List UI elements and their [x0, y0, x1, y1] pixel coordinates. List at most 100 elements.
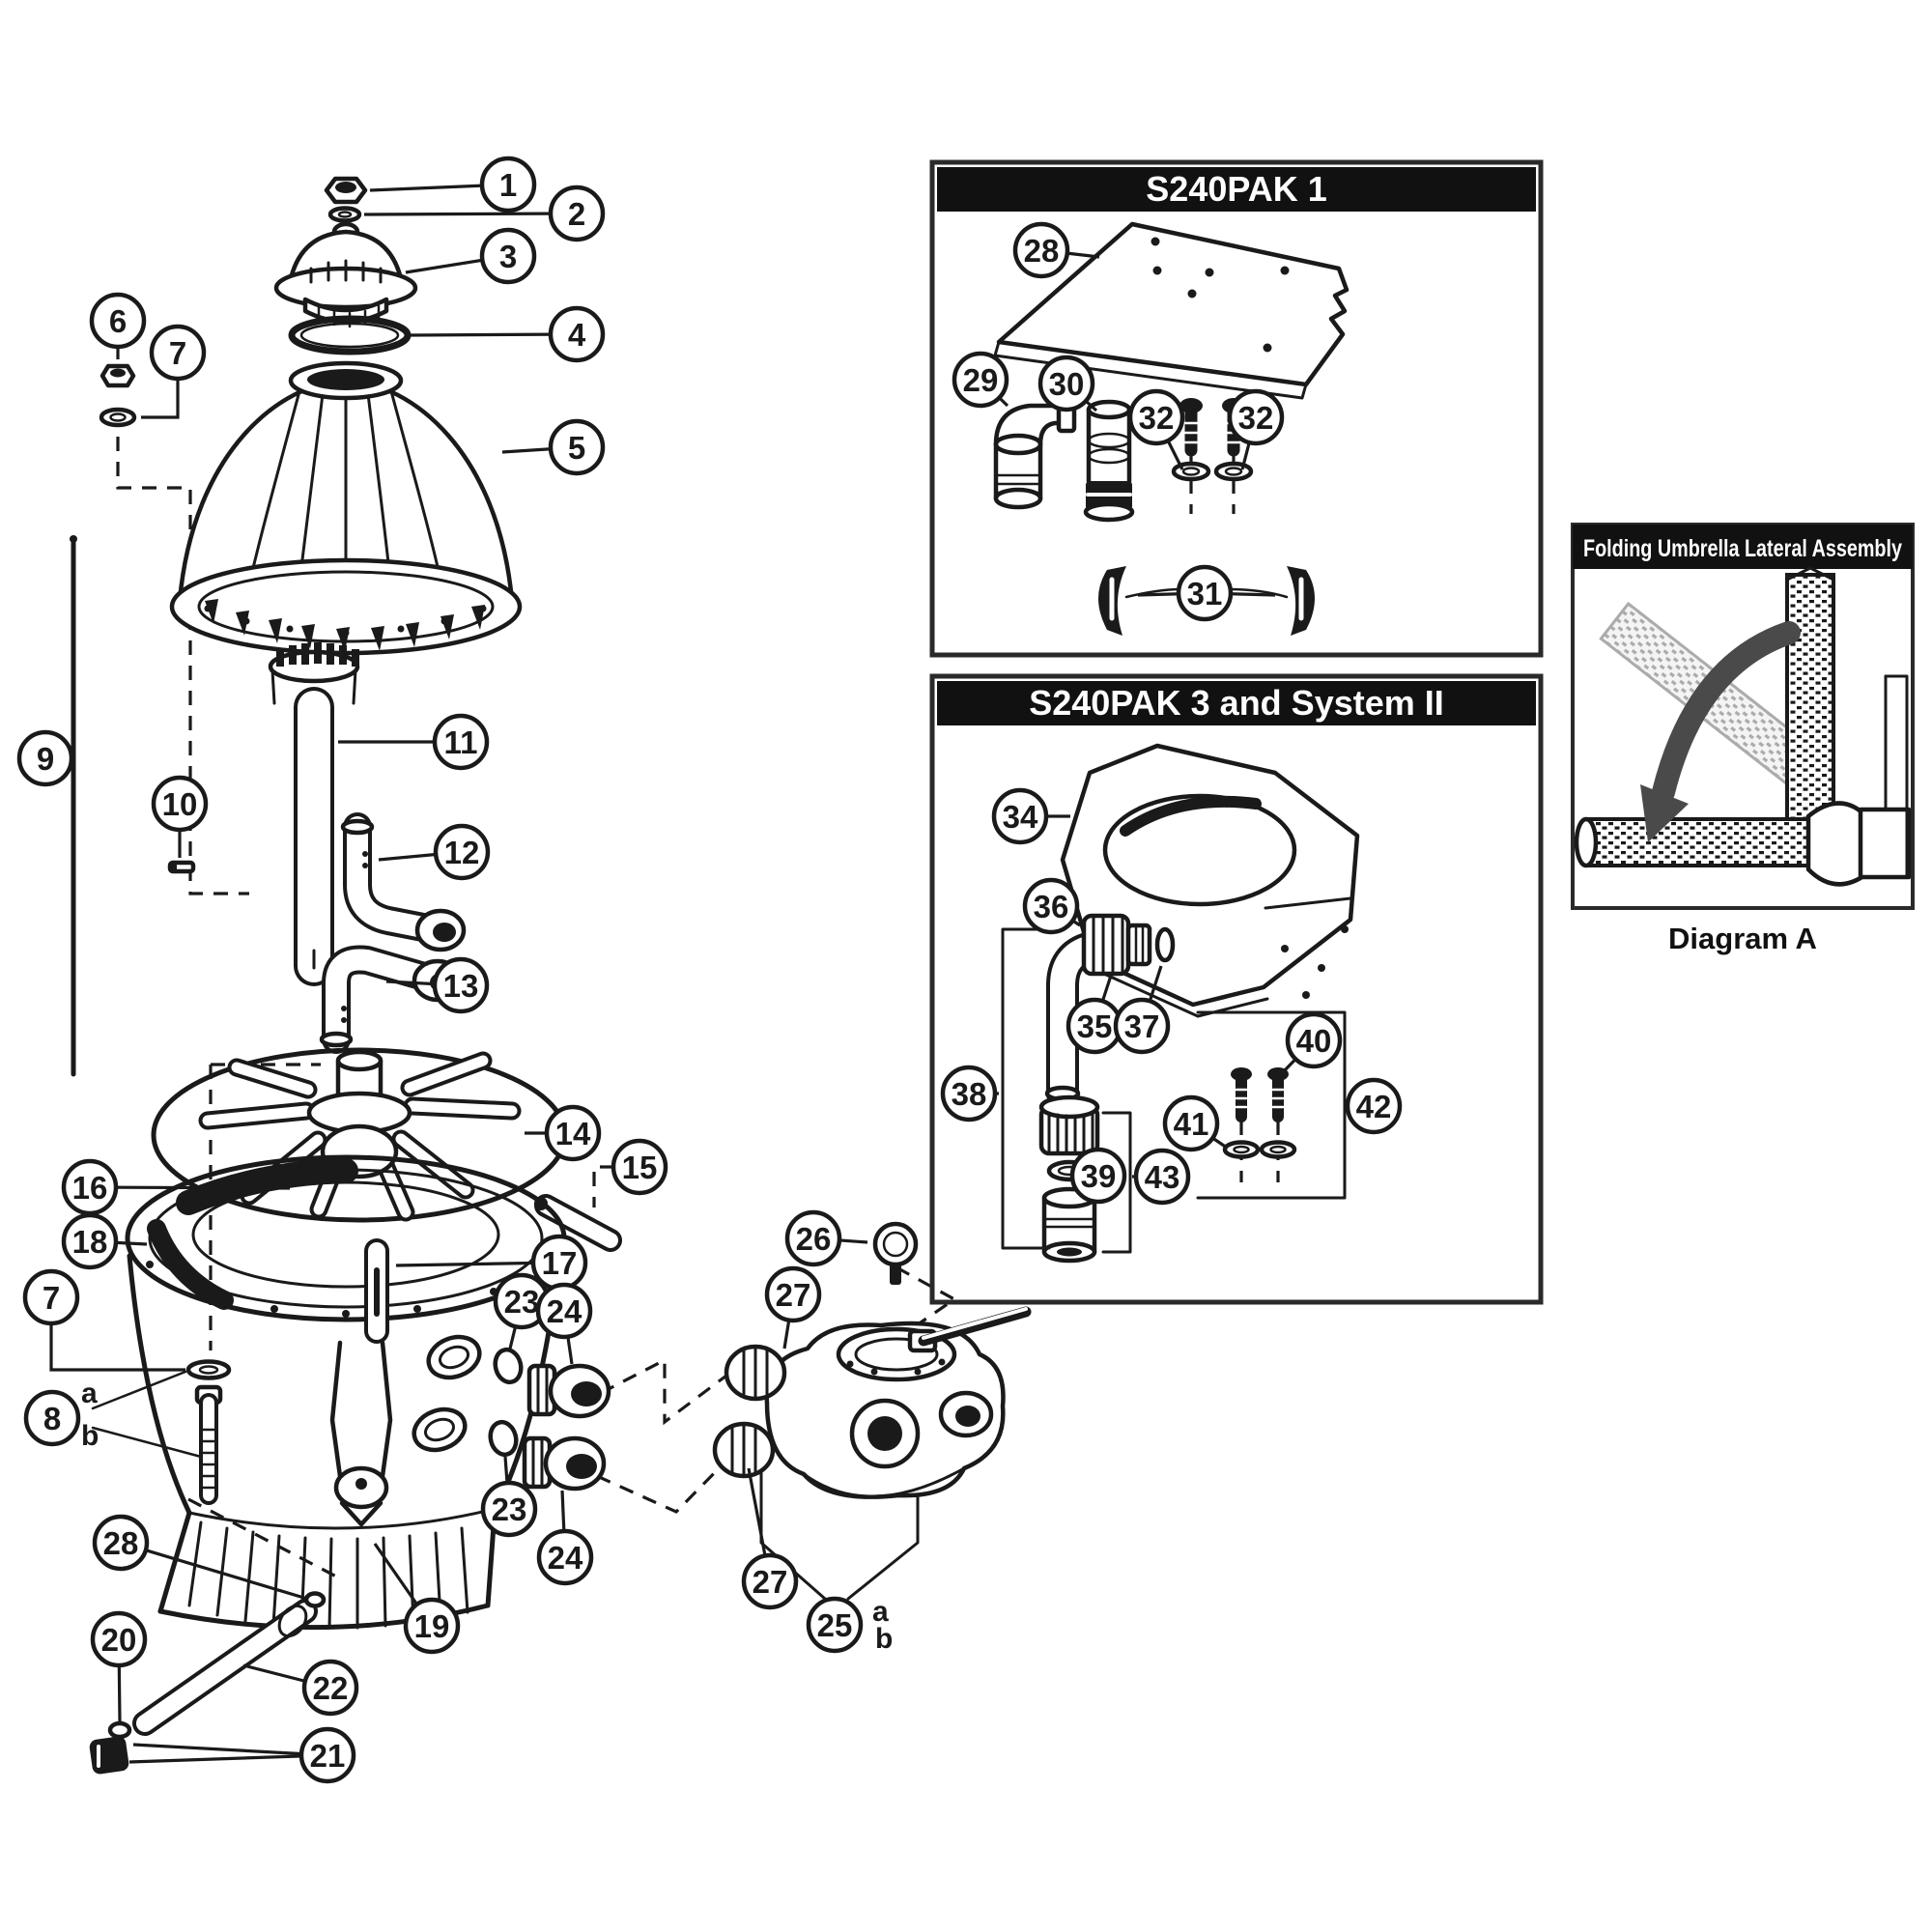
callout-circle-4 [548, 305, 606, 363]
callout-circle-37 [1113, 997, 1171, 1055]
callout-number-37: 37 [1124, 1009, 1160, 1044]
callout-number-42: 42 [1356, 1089, 1392, 1124]
callout-circle-36 [1022, 877, 1080, 935]
callout-circle-2 [548, 185, 606, 242]
clamp-halves-part31 [1098, 566, 1315, 636]
panel-folding-header [1573, 525, 1913, 569]
callout-number-32: 32 [1139, 400, 1175, 436]
standpipe-part11 [268, 642, 360, 986]
panel-s240pak3: S240PAK 3 and System II [929, 673, 1544, 1305]
vent-nut-part1 [324, 176, 368, 205]
callout-circle-7 [149, 324, 207, 382]
callout-number-41: 41 [1174, 1106, 1209, 1142]
leader-line-21 [128, 1753, 328, 1764]
callout-circle-24 [536, 1528, 594, 1586]
callout-number-9: 9 [37, 741, 54, 777]
callout-number-11: 11 [444, 724, 478, 760]
callout-number-13: 13 [443, 968, 479, 1004]
callout-circle-39 [1069, 1147, 1127, 1205]
panel-s240pak1-header [937, 167, 1536, 212]
pipe-oring-part28 [303, 1591, 327, 1608]
drain-cap-part21 [89, 1736, 129, 1775]
air-relief-tube-part9 [70, 535, 77, 1077]
callout-number-27: 27 [776, 1277, 811, 1313]
callout-number-28: 28 [103, 1525, 139, 1561]
leader-line-16 [89, 1185, 291, 1190]
callout-circle-25 [806, 1596, 864, 1654]
callout-circle-26 [784, 1209, 842, 1267]
drain-pipe-part22 [132, 1599, 318, 1736]
callout-circle-32 [1227, 388, 1285, 446]
callout-number-24: 24 [548, 1540, 583, 1576]
callout-circle-9 [16, 729, 74, 787]
callout-circle-20 [90, 1610, 148, 1668]
nut-part6 [99, 363, 136, 388]
callout-number-35: 35 [1077, 1009, 1113, 1044]
pressure-gauge-part26 [872, 1221, 919, 1285]
callout-circle-28 [92, 1514, 150, 1572]
callout-number-1: 1 [499, 167, 517, 203]
leader-line-21 [132, 1743, 328, 1757]
callout-circle-14 [544, 1104, 602, 1162]
panel-folding-umbrella: Folding Umbrella Lateral Assembly Diagra… [1571, 523, 1915, 955]
tank-drain-channel [329, 1340, 393, 1527]
callout-number-31: 31 [1187, 576, 1223, 611]
flange-bolt-part8 [91, 1370, 223, 1505]
callout-circle-41 [1162, 1094, 1220, 1152]
horizontal-lateral [1574, 816, 1810, 868]
fold-direction-arrow [1640, 621, 1801, 842]
callout-circle-32 [1127, 388, 1185, 446]
leader-line-2 [363, 212, 578, 216]
bracket-part38 [1001, 927, 1051, 1250]
callout-circle-30 [1037, 355, 1095, 412]
callout-number-21: 21 [310, 1738, 346, 1774]
callout-circle-19 [403, 1597, 461, 1655]
callout-number-25: 25 [817, 1607, 853, 1643]
panel-folding-title: Folding Umbrella Lateral Assembly [1583, 535, 1902, 562]
drain-oring-part20 [107, 1720, 132, 1740]
callout-circle-5 [548, 418, 606, 476]
callout-number-23: 23 [492, 1492, 527, 1527]
callout-number-8: 8 [43, 1401, 61, 1436]
callout-number-4: 4 [568, 317, 586, 353]
callout-circle-31 [1176, 564, 1234, 622]
callout-circle-10 [151, 775, 209, 833]
multiport-valve-part25 [759, 1306, 1032, 1601]
callout-circle-34 [991, 787, 1049, 845]
flange-washer-part7-lower [185, 1359, 232, 1380]
sub-label-a: a [872, 1596, 889, 1628]
callout-circle-6 [89, 292, 147, 350]
callout-number-38: 38 [952, 1076, 987, 1112]
lateral-hub [1805, 674, 1912, 887]
callout-circle-7 [22, 1268, 80, 1326]
bracket-part42 [1196, 1010, 1347, 1200]
callout-number-10: 10 [162, 786, 198, 822]
callout-number-23: 23 [504, 1284, 540, 1320]
tank-ports [412, 1334, 482, 1453]
callout-circle-27 [741, 1552, 799, 1610]
callout-circle-13 [432, 956, 490, 1014]
callout-circle-22 [301, 1659, 359, 1717]
callout-circle-11 [432, 713, 490, 771]
bulkhead-fitting-part24-lower [522, 1435, 607, 1492]
callout-circle-18 [61, 1212, 119, 1270]
tank-orings-part23 [488, 1347, 524, 1458]
callout-number-22: 22 [313, 1670, 349, 1706]
callout-circle-12 [433, 823, 491, 881]
callout-number-17: 17 [542, 1245, 578, 1281]
callout-number-19: 19 [414, 1608, 450, 1644]
callout-circle-1 [479, 156, 537, 213]
callout-number-30: 30 [1049, 366, 1085, 402]
callout-circle-27 [764, 1265, 822, 1323]
panel-s240pak1-title: S240PAK 1 [1146, 169, 1326, 209]
callout-number-27: 27 [753, 1564, 788, 1600]
bolts-washers-part40-41 [1196, 1010, 1347, 1200]
diagram-a-caption: Diagram A [1668, 922, 1817, 955]
lid-oring-part4 [288, 315, 412, 355]
callout-number-20: 20 [101, 1622, 137, 1658]
callout-number-7: 7 [169, 335, 186, 371]
callout-circle-28 [1012, 221, 1070, 279]
callout-circle-3 [479, 227, 537, 285]
callout-circle-38 [940, 1065, 998, 1122]
